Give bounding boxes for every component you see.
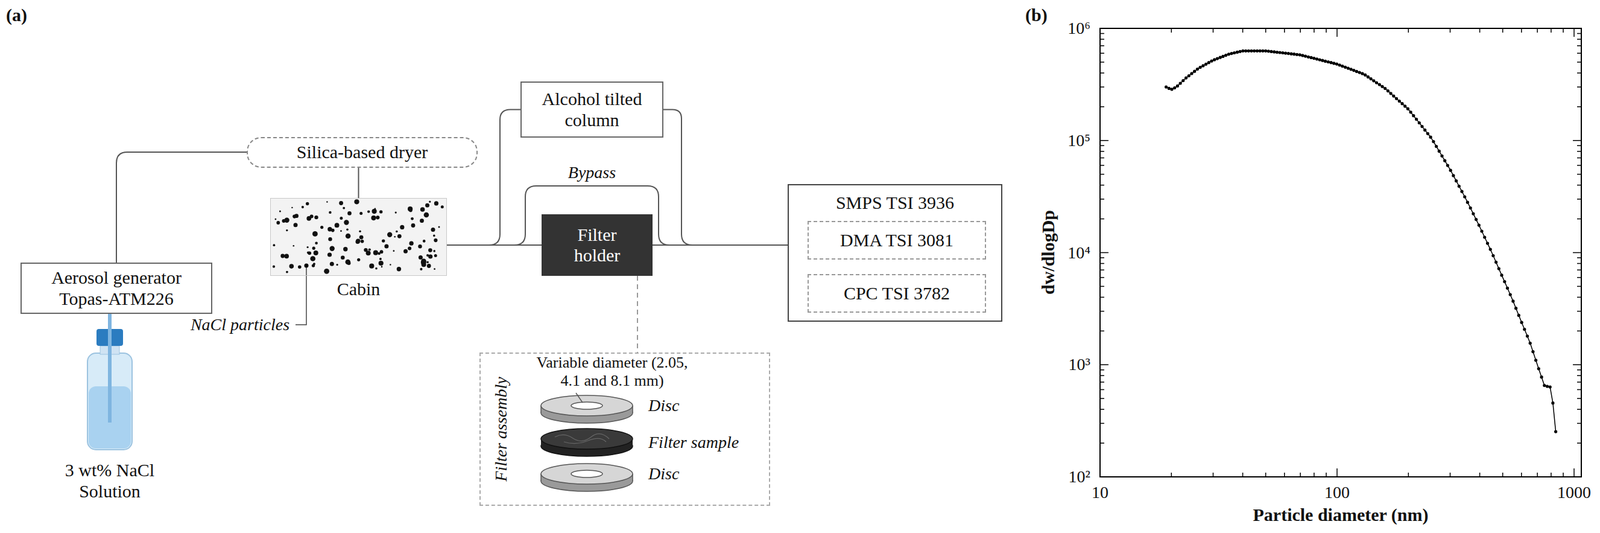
axis-title: dw/dlogDp: [1037, 209, 1060, 295]
axis-title: Particle diameter (nm): [1253, 504, 1429, 526]
tick-label: 10⁵: [1067, 130, 1091, 151]
panel-letter: (b): [1025, 4, 1048, 26]
part-label: Disc: [648, 395, 680, 415]
part-label: Disc: [648, 463, 680, 484]
dryer-box: Silica-based dryer: [246, 136, 478, 168]
part-label: Filter sample: [648, 432, 739, 452]
connector-line: [636, 275, 639, 353]
tick-label: 1000: [1557, 482, 1591, 502]
disc-top: [540, 395, 633, 423]
bottle-tube: [107, 312, 112, 423]
callout-label: NaCl particles: [190, 314, 290, 335]
cabin-ground: [270, 197, 447, 276]
node-label: Filter holder: [554, 224, 640, 266]
connector-line: [446, 109, 521, 246]
node-label: Aerosol generator Topas-ATM226: [30, 267, 203, 309]
axis-ticks: [1100, 28, 1582, 477]
tick-label: 10⁶: [1067, 18, 1091, 38]
plot-frame: [1100, 28, 1582, 477]
smps-box: SMPS TSI 3936DMA TSI 3081CPC TSI 3782: [787, 183, 1003, 322]
leader-line: [295, 265, 307, 325]
generator-box: Aerosol generator Topas-ATM226: [20, 262, 213, 314]
tick-label: 10⁴: [1067, 243, 1091, 263]
tick-label: 100: [1324, 482, 1350, 502]
connector-line: [663, 109, 788, 246]
node-label: Silica-based dryer: [296, 141, 428, 163]
edge-label: Bypass: [565, 162, 619, 183]
particle-dots: [272, 199, 444, 274]
connector-line: [358, 167, 360, 199]
connector-line: [116, 151, 247, 263]
filter-holder-box: Filter holder: [541, 214, 653, 276]
leader-line: [575, 392, 583, 403]
disc-bottom: [540, 463, 633, 491]
node-label: CPC TSI 3782: [843, 282, 950, 304]
filter-sample: [540, 428, 633, 456]
column-box: Alcohol tilted column: [520, 81, 664, 138]
node-label: Filter assembly: [491, 376, 511, 481]
callout-label: 3 wt% NaCl Solution: [49, 459, 171, 502]
panel-letter: (a): [6, 4, 28, 26]
cabin-box: Cabin: [270, 197, 447, 276]
tick-label: 10³: [1068, 354, 1091, 374]
size-distribution-curve: [1164, 49, 1558, 434]
node-label: Cabin: [337, 278, 381, 300]
tick-label: 10: [1091, 482, 1109, 502]
dma-box: DMA TSI 3081: [807, 220, 987, 260]
callout-label: Variable diameter (2.05, 4.1 and 8.1 mm): [530, 353, 694, 390]
cpc-box: CPC TSI 3782: [807, 273, 987, 313]
bottle: [87, 312, 133, 450]
node-label: DMA TSI 3081: [840, 229, 954, 251]
node-label: Alcohol tilted column: [539, 88, 645, 131]
tick-label: 10²: [1068, 466, 1091, 487]
node-label: SMPS TSI 3936: [835, 192, 955, 214]
